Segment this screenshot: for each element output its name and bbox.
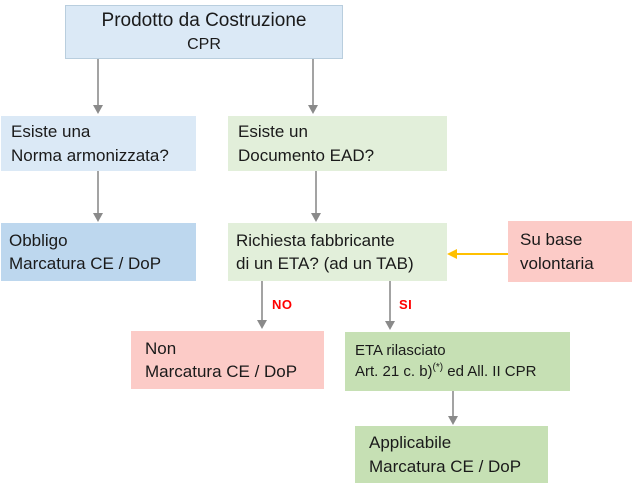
node-richiesta-line2: di un ETA? (ad un TAB)	[236, 254, 414, 273]
node-applicabile-line2: Marcatura CE / DoP	[369, 456, 522, 476]
node-eta-rilasciato: ETA rilasciato Art. 21 c. b)(*) ed All. …	[345, 332, 570, 391]
node-eta-line2: Art. 21 c. b)(*) ed All. II CPR	[355, 362, 570, 383]
node-richiesta-eta: Richiesta fabbricante di un ETA? (ad un …	[228, 223, 447, 281]
arrow-ead-to-richiesta-icon	[311, 171, 321, 222]
node-su-base-volontaria: Su base volontaria	[508, 221, 632, 282]
arrow-richiesta-no-icon	[257, 281, 267, 329]
node-eta-line2-superscript: (*)	[432, 361, 444, 373]
node-applicabile-marcatura: Applicabile Marcatura CE / DoP	[355, 426, 548, 483]
branch-label-no: NO	[272, 297, 293, 312]
node-norma-line1: Esiste una	[11, 122, 91, 142]
node-subase-line1: Su base	[520, 230, 583, 250]
node-eta-line2-pre: Art. 21 c. b)	[355, 362, 433, 380]
node-obbligo-marcatura: Obbligo Marcatura CE / DoP	[1, 223, 196, 281]
branch-label-si: SI	[399, 297, 413, 312]
arrow-norma-to-obbligo-icon	[93, 171, 103, 222]
arrow-title-to-ead-icon	[308, 59, 318, 114]
node-ead-line2: Documento EAD?	[238, 145, 375, 165]
node-subase-line2: volontaria	[520, 253, 594, 273]
node-eta-line1: ETA rilasciato	[355, 341, 446, 359]
node-non-marcatura: Non Marcatura CE / DoP	[131, 331, 324, 389]
arrow-title-to-norma-icon	[93, 59, 103, 114]
node-ead-line1: Esiste un	[238, 122, 308, 142]
node-non-line2: Marcatura CE / DoP	[145, 362, 298, 381]
node-eta-line2-post: ed All. II CPR	[443, 362, 537, 380]
node-richiesta-line1: Richiesta fabbricante	[236, 230, 395, 250]
node-obbligo-line1: Obbligo	[9, 230, 68, 250]
node-non-line1: Non	[145, 338, 177, 358]
node-norma-line2: Norma armonizzata?	[11, 145, 169, 165]
node-documento-ead: Esiste un Documento EAD?	[228, 116, 447, 171]
arrow-subase-to-richiesta-icon	[447, 249, 508, 259]
node-applicabile-line1: Applicabile	[369, 433, 452, 453]
node-obbligo-line2: Marcatura CE / DoP	[9, 254, 162, 273]
node-prodotto-line2: CPR	[187, 36, 221, 54]
node-prodotto-cpr: Prodotto da Costruzione CPR	[65, 5, 343, 59]
arrow-richiesta-si-icon	[385, 281, 395, 330]
node-norma-armonizzata: Esiste una Norma armonizzata?	[1, 116, 196, 171]
arrow-eta-to-applicabile-icon	[448, 391, 458, 425]
node-prodotto-line1: Prodotto da Costruzione	[101, 9, 307, 31]
